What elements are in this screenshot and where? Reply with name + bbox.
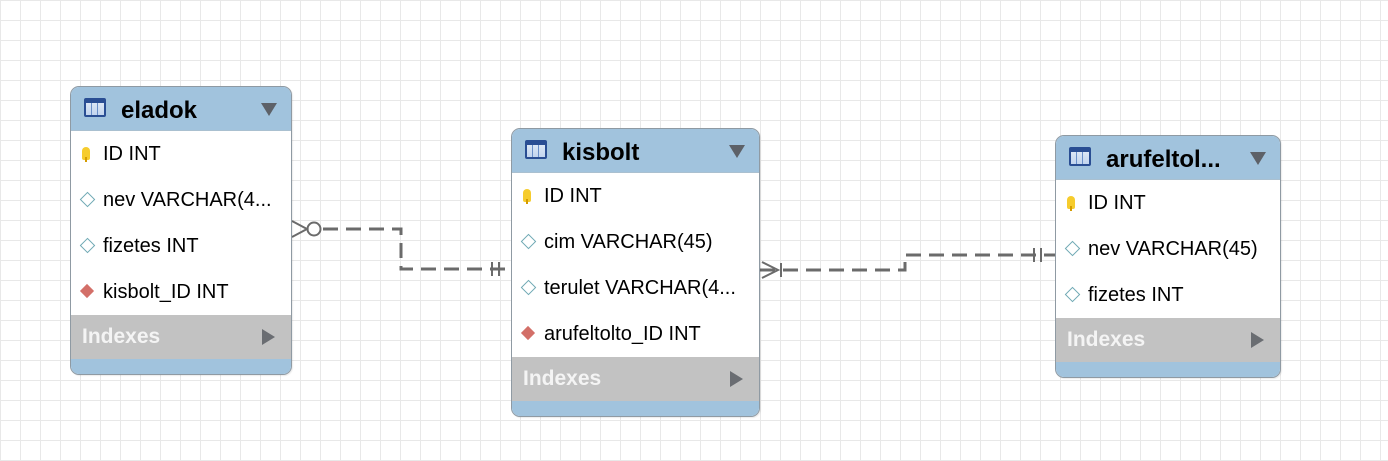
primary-key-icon <box>523 189 531 204</box>
crow-foot-marker <box>291 220 310 238</box>
relationship-kisbolt-arufeltolto[interactable] <box>760 248 1055 279</box>
column-label: nev VARCHAR(45) <box>1088 238 1258 260</box>
column-label: arufeltolto_ID INT <box>544 323 701 345</box>
relationship-eladok-kisbolt[interactable] <box>291 220 510 276</box>
table-header[interactable]: kisbolt <box>512 129 759 173</box>
primary-key-icon <box>82 147 90 162</box>
column-label: ID INT <box>103 143 161 165</box>
table-footer <box>1056 362 1280 377</box>
column-label: nev VARCHAR(4... <box>103 189 272 211</box>
column-label: ID INT <box>544 185 602 207</box>
primary-key-icon <box>1067 196 1075 211</box>
foreign-key-icon <box>520 325 536 341</box>
table-icon <box>1069 147 1091 166</box>
table-arufeltolto[interactable]: arufeltol... ID INT nev VARCHAR(45) fize… <box>1055 135 1281 378</box>
column-row[interactable]: cim VARCHAR(45) <box>512 219 759 265</box>
relationship-line <box>760 253 1055 272</box>
column-label: terulet VARCHAR(4... <box>544 277 736 299</box>
table-eladok[interactable]: eladok ID INT nev VARCHAR(4... fizetes I… <box>70 86 292 375</box>
column-label: cim VARCHAR(45) <box>544 231 713 253</box>
crow-foot-marker <box>761 261 781 279</box>
column-row[interactable]: terulet VARCHAR(4... <box>512 265 759 311</box>
column-label: kisbolt_ID INT <box>103 281 229 303</box>
indexes-label: Indexes <box>82 325 161 348</box>
table-icon <box>84 98 106 117</box>
column-label: ID INT <box>1088 192 1146 214</box>
indexes-section[interactable]: Indexes <box>1056 318 1280 362</box>
table-title: kisbolt <box>562 139 640 166</box>
column-row[interactable]: arufeltolto_ID INT <box>512 311 759 357</box>
table-footer <box>512 401 759 416</box>
attribute-icon <box>79 237 96 254</box>
column-row[interactable]: ID INT <box>512 173 759 219</box>
indexes-section[interactable]: Indexes <box>512 357 759 401</box>
table-icon <box>525 140 547 159</box>
attribute-icon <box>1064 286 1081 303</box>
table-title: arufeltol... <box>1106 146 1221 173</box>
collapse-caret-icon[interactable] <box>729 145 745 158</box>
zero-cardinality-marker <box>306 221 322 237</box>
indexes-label: Indexes <box>523 367 602 390</box>
attribute-icon <box>520 279 537 296</box>
indexes-label: Indexes <box>1067 328 1146 351</box>
table-footer <box>71 359 291 374</box>
attribute-icon <box>79 191 96 208</box>
table-header[interactable]: arufeltol... <box>1056 136 1280 180</box>
table-kisbolt[interactable]: kisbolt ID INT cim VARCHAR(45) terulet V… <box>511 128 760 417</box>
column-row[interactable]: nev VARCHAR(4... <box>71 177 291 223</box>
expand-arrow-icon[interactable] <box>262 329 275 345</box>
column-row[interactable]: fizetes INT <box>71 223 291 269</box>
column-row[interactable]: ID INT <box>1056 180 1280 226</box>
foreign-key-icon <box>79 283 95 299</box>
column-label: fizetes INT <box>1088 284 1184 306</box>
column-row[interactable]: kisbolt_ID INT <box>71 269 291 315</box>
column-label: fizetes INT <box>103 235 199 257</box>
table-header[interactable]: eladok <box>71 87 291 131</box>
column-row[interactable]: fizetes INT <box>1056 272 1280 318</box>
collapse-caret-icon[interactable] <box>1250 152 1266 165</box>
attribute-icon <box>520 233 537 250</box>
column-row[interactable]: nev VARCHAR(45) <box>1056 226 1280 272</box>
column-row[interactable]: ID INT <box>71 131 291 177</box>
expand-arrow-icon[interactable] <box>1251 332 1264 348</box>
expand-arrow-icon[interactable] <box>730 371 743 387</box>
relationship-line <box>323 227 510 271</box>
indexes-section[interactable]: Indexes <box>71 315 291 359</box>
table-title: eladok <box>121 97 198 124</box>
attribute-icon <box>1064 240 1081 257</box>
collapse-caret-icon[interactable] <box>261 103 277 116</box>
